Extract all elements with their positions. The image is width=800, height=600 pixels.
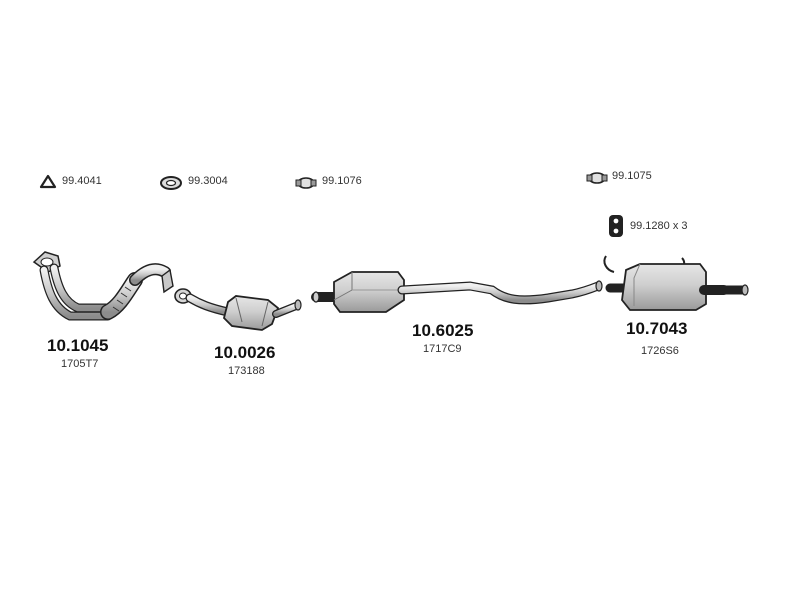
clamp-icon	[586, 172, 608, 184]
ring-gasket-icon	[160, 176, 182, 190]
catalytic-converter-drawing	[174, 288, 302, 331]
triangle-gasket-icon	[39, 174, 57, 189]
part-number: 10.0026	[214, 343, 276, 362]
part-reference: 173188	[228, 365, 265, 377]
middle-silencer-drawing	[311, 271, 603, 313]
accessory-code-label: 99.1075	[612, 170, 652, 182]
accessory-code-label: 99.4041	[62, 175, 102, 187]
front-pipe-drawing	[32, 251, 174, 321]
part-number: 10.7043	[626, 319, 688, 338]
accessory-code-label: 99.3004	[188, 175, 228, 187]
accessory-code-label: 99.1280 x 3	[630, 220, 688, 232]
part-reference: 1726S6	[641, 345, 679, 357]
rear-silencer-drawing	[603, 255, 749, 311]
part-number: 10.6025	[412, 321, 474, 340]
clamp-icon	[295, 177, 317, 189]
part-number: 10.1045	[47, 336, 109, 355]
accessory-code-label: 99.1076	[322, 175, 362, 187]
rubber-mount-icon	[609, 215, 623, 237]
part-reference: 1717C9	[423, 343, 462, 355]
part-reference: 1705T7	[61, 358, 99, 370]
